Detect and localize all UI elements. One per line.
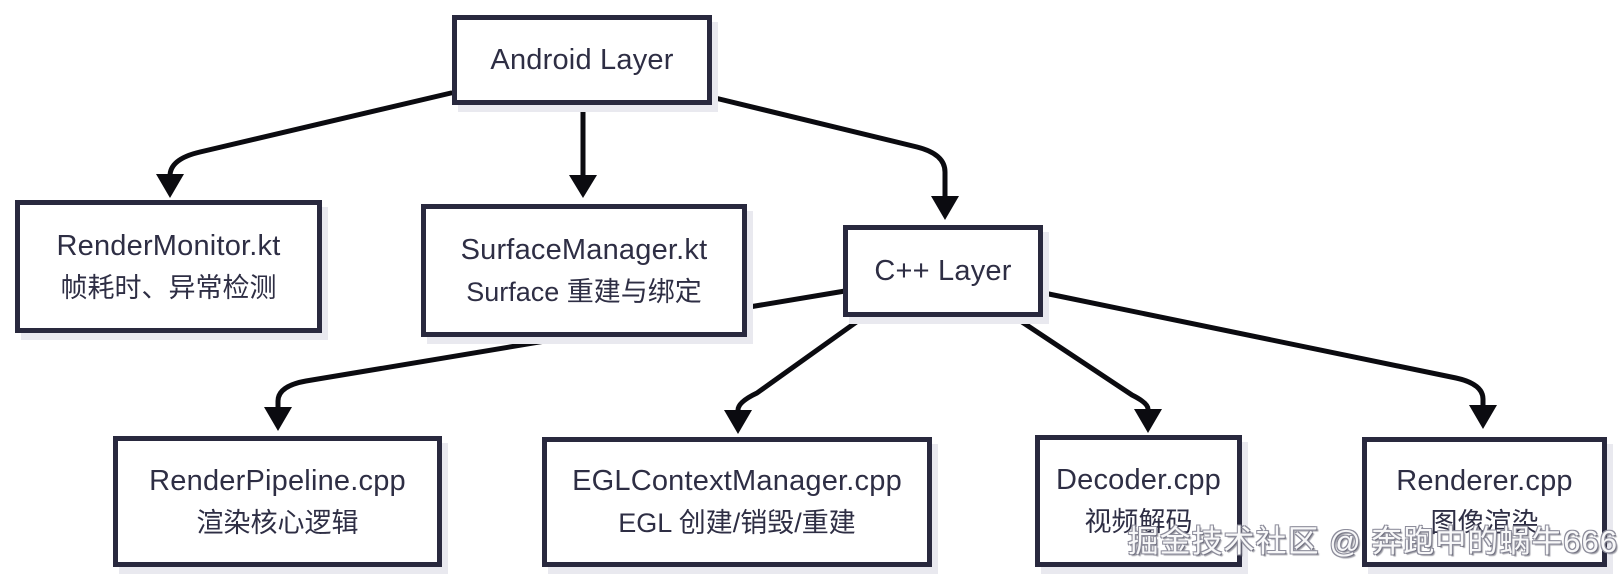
edge-cpp-to-eglcontextmanager (735, 315, 865, 413)
edge-android-to-cpp (708, 94, 948, 199)
node-egl-context-manager: EGLContextManager.cpp EGL 创建/销毁/重建 (542, 437, 932, 567)
arrowhead-renderer (1469, 405, 1497, 429)
node-title: EGLContextManager.cpp (572, 465, 902, 497)
node-subtitle: 渲染核心逻辑 (196, 507, 359, 538)
arrowhead-cpp (931, 196, 959, 220)
node-subtitle: 视频解码 (1084, 507, 1193, 537)
node-title: SurfaceManager.kt (460, 233, 708, 266)
node-title: RenderPipeline.cpp (149, 464, 406, 497)
node-android-layer: Android Layer (452, 15, 712, 105)
node-subtitle: 图像渲染 (1430, 508, 1539, 538)
arrowhead-eglcontextmanager (724, 410, 752, 434)
node-title: RenderMonitor.kt (56, 229, 281, 262)
node-subtitle: 帧耗时、异常检测 (60, 272, 277, 303)
node-surface-manager: SurfaceManager.kt Surface 重建与绑定 (421, 204, 747, 337)
edge-android-to-rendermonitor (167, 90, 454, 179)
edge-cpp-to-renderpipeline (275, 288, 848, 410)
node-subtitle: Surface 重建与绑定 (466, 276, 702, 307)
node-title: Decoder.cpp (1055, 464, 1222, 496)
edge-cpp-to-renderer (1041, 290, 1486, 408)
arrowhead-rendermonitor (156, 174, 184, 198)
node-render-monitor: RenderMonitor.kt 帧耗时、异常检测 (15, 200, 322, 333)
arrowhead-surfacemanager (569, 175, 597, 198)
node-title: Renderer.cpp (1396, 465, 1573, 497)
node-title: Android Layer (490, 44, 674, 76)
edge-cpp-to-decoder (1013, 315, 1151, 412)
node-cpp-layer: C++ Layer (843, 225, 1043, 317)
arrowhead-renderpipeline (264, 407, 292, 431)
node-subtitle: EGL 创建/销毁/重建 (618, 508, 856, 538)
node-decoder: Decoder.cpp 视频解码 (1035, 435, 1242, 567)
node-title: C++ Layer (874, 255, 1012, 287)
watermark: 掘金技术社区 @ 奔跑中的蜗牛666 (1127, 524, 1618, 559)
node-renderer: Renderer.cpp 图像渲染 (1362, 437, 1607, 567)
node-render-pipeline: RenderPipeline.cpp 渲染核心逻辑 (113, 436, 442, 567)
arrowhead-decoder (1134, 409, 1162, 433)
